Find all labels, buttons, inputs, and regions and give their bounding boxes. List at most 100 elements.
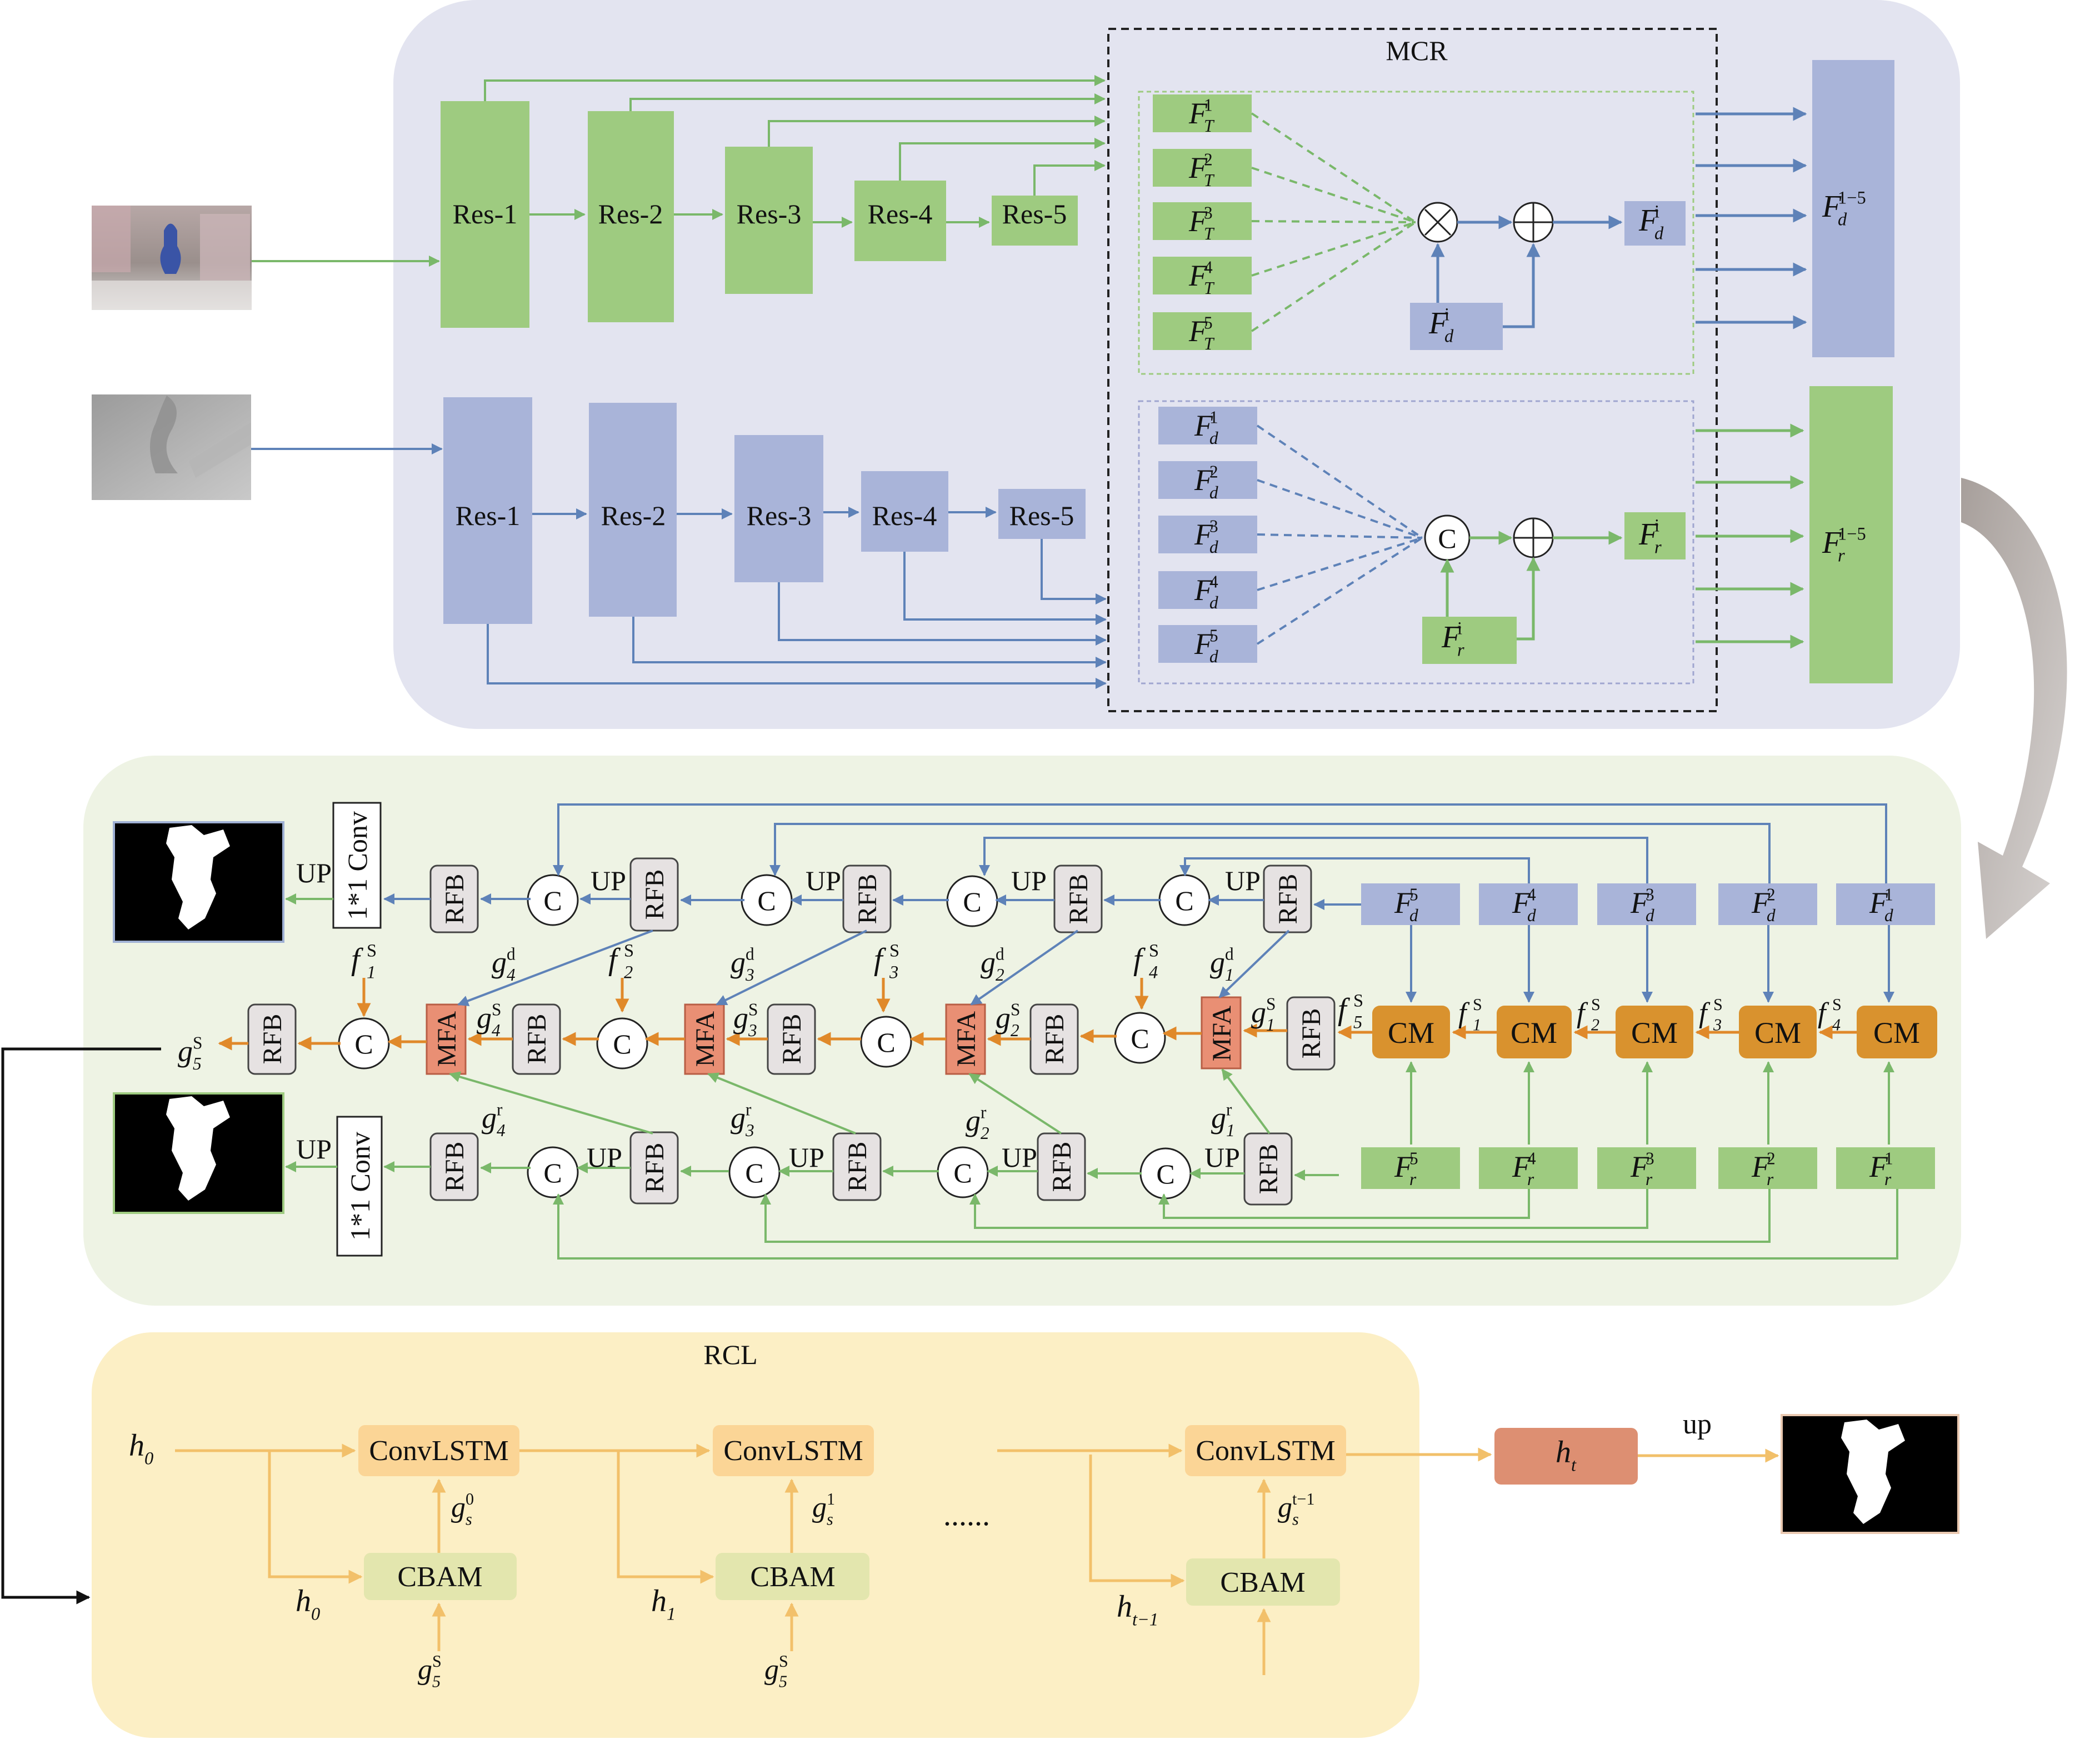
svg-text:i: i bbox=[1457, 618, 1462, 638]
svg-text:d: d bbox=[1884, 906, 1893, 925]
cm-label-1: CM bbox=[1388, 1016, 1434, 1050]
conv-label-bottom: 1*1 Conv bbox=[344, 1132, 376, 1241]
svg-text:r: r bbox=[1884, 1170, 1892, 1189]
rgb-feat-label-4: F4T bbox=[1188, 257, 1215, 298]
svg-text:h: h bbox=[1117, 1590, 1132, 1624]
rfb-label-10: RFB bbox=[1297, 1008, 1326, 1059]
cbam-label-1: CBAM bbox=[397, 1561, 482, 1593]
fdi-out-label: Fid bbox=[1638, 202, 1664, 243]
svg-text:F: F bbox=[1194, 409, 1213, 442]
depth-input-image bbox=[92, 394, 251, 500]
svg-text:4: 4 bbox=[1832, 1016, 1841, 1035]
svg-text:d: d bbox=[1225, 944, 1234, 963]
svg-text:d: d bbox=[1209, 428, 1218, 448]
rfb-label-5: RFB bbox=[1273, 874, 1303, 925]
svg-text:s: s bbox=[466, 1510, 472, 1529]
top-input-label-3: F3d bbox=[1630, 885, 1654, 925]
rfb-label-8: RFB bbox=[777, 1014, 807, 1065]
bottom-input-label-2: F4r bbox=[1512, 1148, 1536, 1189]
flow-curved-arrow bbox=[1961, 478, 2067, 939]
rcl-title: RCL bbox=[703, 1339, 757, 1370]
svg-text:4: 4 bbox=[1209, 572, 1218, 591]
svg-text:F: F bbox=[1638, 203, 1658, 238]
concat-circle-label-3: C bbox=[963, 886, 981, 917]
svg-text:r: r bbox=[1646, 1170, 1653, 1189]
fd-out-block bbox=[1812, 60, 1894, 357]
rfb-label-7: RFB bbox=[522, 1014, 552, 1065]
svg-text:S: S bbox=[1832, 995, 1842, 1014]
svg-text:1−5: 1−5 bbox=[1838, 188, 1866, 208]
svg-text:d: d bbox=[1654, 224, 1664, 244]
svg-text:g: g bbox=[764, 1654, 779, 1686]
svg-text:h: h bbox=[1556, 1435, 1571, 1470]
rfb-label-11: RFB bbox=[440, 1142, 469, 1192]
rfb-label-15: RFB bbox=[1254, 1144, 1283, 1195]
svg-text:F: F bbox=[1188, 97, 1208, 130]
convlstm-label-1: ConvLSTM bbox=[369, 1435, 508, 1467]
svg-text:d: d bbox=[1209, 593, 1218, 612]
svg-text:4: 4 bbox=[507, 965, 516, 985]
svg-text:2: 2 bbox=[1767, 885, 1776, 904]
svg-text:5: 5 bbox=[1409, 1148, 1418, 1168]
svg-text:1: 1 bbox=[367, 963, 376, 983]
svg-text:3: 3 bbox=[745, 965, 754, 985]
svg-text:4: 4 bbox=[1527, 885, 1536, 904]
svg-text:F: F bbox=[1638, 517, 1658, 552]
svg-text:3: 3 bbox=[745, 1121, 754, 1140]
svg-text:d: d bbox=[1209, 537, 1218, 557]
svg-text:d: d bbox=[507, 944, 516, 963]
saliency-map-bottom bbox=[113, 1092, 284, 1214]
depth-feat-label-1: F1d bbox=[1194, 407, 1218, 448]
convlstm-1 bbox=[358, 1425, 519, 1476]
svg-text:F: F bbox=[1194, 518, 1213, 551]
rgb-res3-label: Res-3 bbox=[737, 198, 802, 229]
svg-text:3: 3 bbox=[1646, 885, 1654, 904]
depth-res1-label: Res-1 bbox=[456, 500, 521, 531]
svg-text:d: d bbox=[1209, 483, 1218, 502]
svg-text:1: 1 bbox=[1884, 885, 1893, 904]
bottom-input-label-5: F1r bbox=[1869, 1148, 1893, 1189]
concat-circle-label-2: C bbox=[757, 885, 776, 916]
cbam-label-3: CBAM bbox=[1220, 1567, 1305, 1598]
rfb-label-12: RFB bbox=[640, 1143, 669, 1193]
svg-text:g: g bbox=[1211, 1101, 1226, 1135]
svg-text:g: g bbox=[731, 946, 746, 979]
depth-feat-label-4: F4d bbox=[1194, 572, 1218, 612]
svg-text:d: d bbox=[1444, 327, 1454, 347]
saliency-map-top bbox=[113, 821, 284, 943]
svg-text:5: 5 bbox=[1209, 626, 1218, 645]
svg-text:g: g bbox=[451, 1492, 466, 1523]
svg-text:F: F bbox=[1394, 886, 1413, 920]
svg-text:r: r bbox=[1527, 1170, 1534, 1189]
svg-text:1: 1 bbox=[1209, 407, 1218, 427]
svg-text:g: g bbox=[996, 1001, 1011, 1035]
ellipsis: ...... bbox=[943, 1498, 990, 1532]
svg-text:s: s bbox=[827, 1510, 833, 1529]
top-input-label-2: F4d bbox=[1512, 885, 1536, 925]
svg-text:F: F bbox=[1428, 306, 1448, 341]
fri-label: Fir bbox=[1441, 618, 1464, 660]
svg-text:g: g bbox=[731, 1101, 746, 1135]
svg-text:T: T bbox=[1204, 171, 1215, 190]
up-label-2: UP bbox=[591, 865, 626, 896]
svg-text:2: 2 bbox=[996, 965, 1004, 985]
up-label-6: UP bbox=[296, 1133, 332, 1165]
conv-box-bottom bbox=[336, 1116, 383, 1257]
svg-text:g: g bbox=[1278, 1492, 1292, 1523]
svg-text:t−1: t−1 bbox=[1292, 1490, 1314, 1508]
conv-label-top: 1*1 Conv bbox=[342, 811, 373, 920]
svg-text:r: r bbox=[1226, 1100, 1232, 1119]
svg-text:5: 5 bbox=[779, 1672, 787, 1691]
svg-text:S: S bbox=[432, 1652, 442, 1671]
svg-text:2: 2 bbox=[624, 963, 633, 983]
fdi-box bbox=[1410, 303, 1503, 350]
svg-text:d: d bbox=[1527, 906, 1536, 925]
